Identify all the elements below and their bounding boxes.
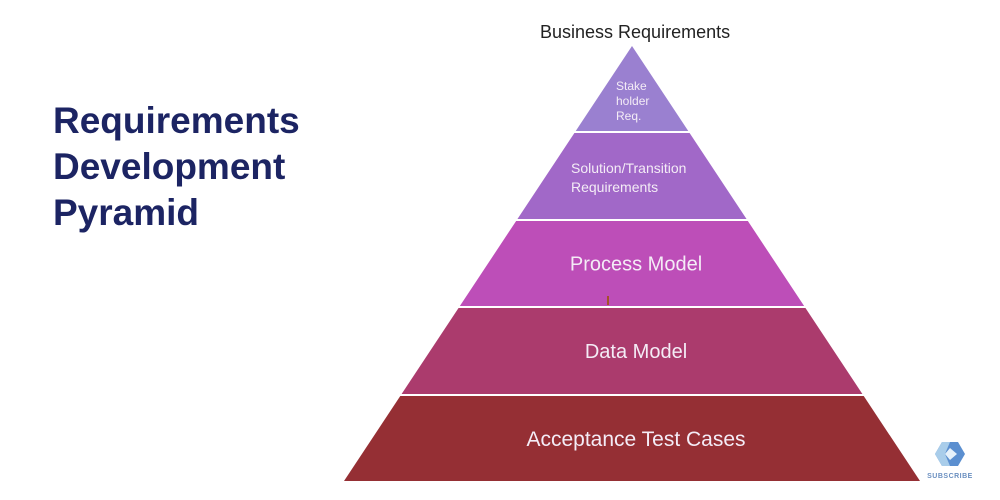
subscribe-button[interactable]: SUBSCRIBE (925, 440, 975, 480)
pyramid-tier-5 (344, 396, 920, 481)
pyramid-tier-5-label: Acceptance Test Cases (526, 428, 745, 451)
subscribe-logo-icon (935, 442, 965, 466)
pyramid-tier-4-label: Data Model (585, 341, 687, 363)
page-title: Requirements Development Pyramid (53, 98, 300, 236)
pyramid-top-label: Business Requirements (540, 22, 731, 42)
title-line-3: Pyramid (53, 192, 200, 233)
pyramid-tier-2-label: Requirements (571, 179, 658, 195)
title-line-2: Development (53, 146, 286, 187)
pyramid-tier-2 (517, 133, 747, 219)
pyramid-tier-1 (575, 46, 689, 131)
pyramid-tier-1-label: holder (616, 94, 649, 108)
pyramid-tier-3-label: Process Model (570, 254, 702, 276)
cursor-marker (607, 296, 609, 305)
pyramid-tier-3 (459, 221, 805, 306)
pyramid-tier-1-label: Stake (616, 79, 647, 93)
title-line-1: Requirements (53, 100, 300, 141)
pyramid-tier-4 (401, 308, 863, 394)
subscribe-label: SUBSCRIBE (927, 473, 973, 480)
pyramid-tier-2-label: Solution/Transition (571, 160, 686, 176)
pyramid-tier-1-label: Req. (616, 109, 641, 123)
